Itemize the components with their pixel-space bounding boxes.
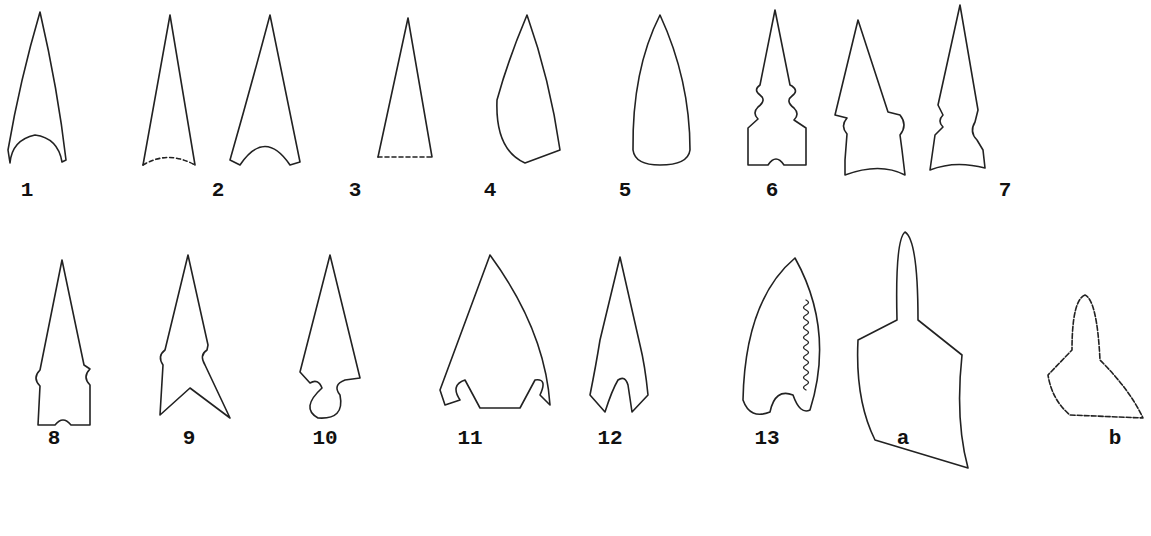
arrowhead-outline — [230, 15, 300, 165]
arrowhead-outline — [300, 255, 360, 418]
callout-number: 6 — [766, 180, 779, 201]
arrowhead-outline — [36, 260, 90, 425]
callout-number: 4 — [484, 180, 497, 201]
callout-number: 5 — [619, 180, 632, 201]
callout-number: 3 — [349, 180, 362, 201]
callout-number: 1 — [21, 180, 34, 201]
callout-number: 13 — [754, 428, 779, 449]
arrowhead-outline — [633, 15, 690, 165]
callout-number: 2 — [212, 180, 225, 201]
arrowhead-outline — [160, 255, 230, 418]
arrowhead-outline — [497, 15, 560, 163]
callout-number: b — [1109, 428, 1122, 449]
arrowhead-outline — [143, 15, 195, 165]
arrowhead-outline — [835, 20, 905, 175]
arrowhead-outline — [858, 232, 968, 468]
serrated-edge — [804, 300, 809, 390]
arrowhead-outline — [748, 10, 806, 165]
arrowhead-outline — [743, 258, 820, 414]
arrowhead-outline — [1048, 295, 1143, 418]
arrowhead-outline — [930, 5, 985, 170]
arrowhead-outline — [378, 156, 432, 158]
arrowhead-outline — [143, 158, 195, 166]
callout-number: 8 — [48, 428, 61, 449]
arrowhead-outline — [440, 255, 550, 408]
callout-number: 10 — [312, 428, 337, 449]
callout-number: 12 — [597, 428, 622, 449]
arrowhead-outline — [590, 257, 648, 412]
callout-number: a — [897, 428, 910, 449]
callout-number: 7 — [999, 180, 1012, 201]
arrowhead-outline — [378, 18, 432, 157]
callout-number: 9 — [183, 428, 196, 449]
callout-number: 11 — [457, 428, 482, 449]
arrowhead-outline — [8, 12, 66, 163]
